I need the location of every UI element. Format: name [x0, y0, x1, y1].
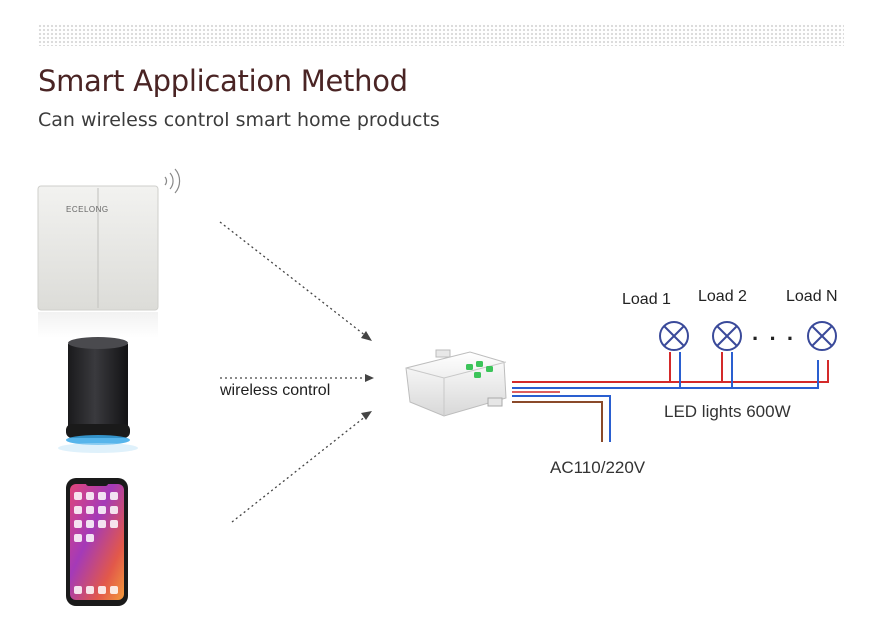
load-1-label: Load 1 [622, 291, 671, 308]
load-2-label: Load 2 [698, 288, 747, 305]
power-input-label: AC110/220V [550, 458, 646, 477]
page-title: Smart Application Method [38, 64, 408, 98]
smartphone-image [66, 478, 128, 606]
arrow-from-phone [231, 415, 367, 523]
load-bulb-n [807, 321, 837, 351]
led-lights-label: LED lights 600W [664, 402, 791, 421]
wifi-signal-icon [164, 168, 181, 194]
arrow-from-switch [219, 221, 367, 337]
wireless-control-label: wireless control [220, 382, 331, 399]
load-n-label: Load N [786, 288, 838, 305]
wireless-arrows [219, 221, 367, 523]
wall-switch-image [37, 185, 159, 338]
switch-brand-logo: ECELONG [66, 205, 109, 214]
decorative-dot-band [38, 24, 844, 46]
page-subtitle: Can wireless control smart home products [38, 109, 440, 131]
wire-live-red [512, 360, 829, 383]
load-bulb-1 [659, 321, 689, 351]
wiring [512, 352, 829, 442]
smart-speaker-image [58, 337, 138, 453]
arrow-heads [361, 331, 374, 420]
wire-input-blue [512, 395, 611, 442]
wire-input-brown [512, 401, 603, 442]
load-ellipsis: · · · [752, 326, 797, 351]
load-bulb-2 [712, 321, 742, 351]
relay-module-image [405, 349, 507, 417]
wire-neutral-blue [512, 360, 819, 389]
